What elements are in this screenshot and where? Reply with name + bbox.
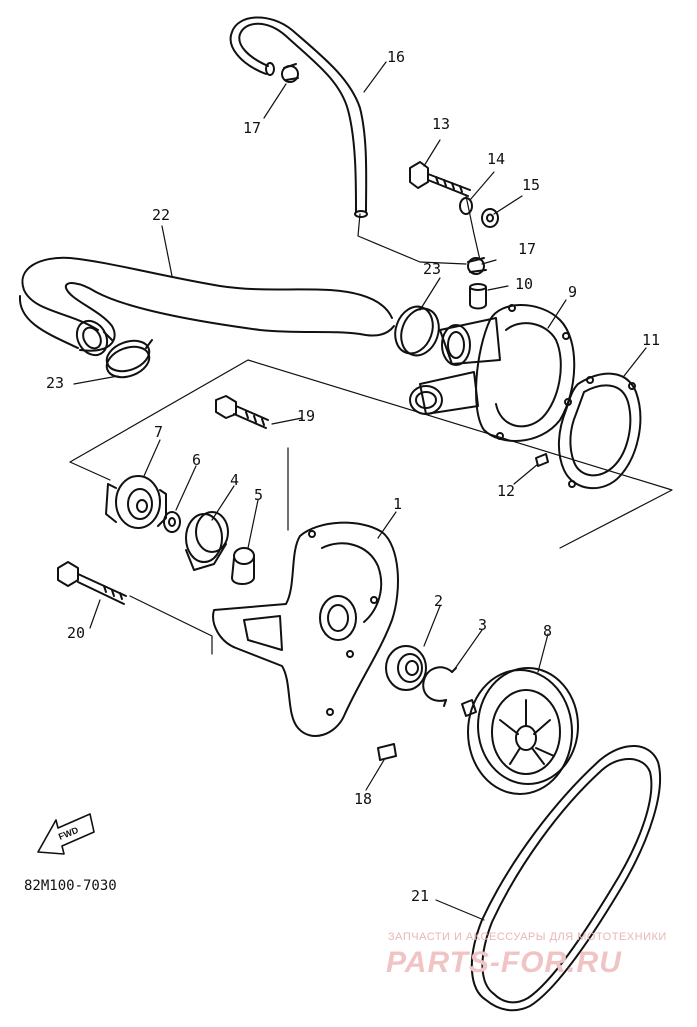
forward-arrow-icon	[37, 813, 95, 855]
part-1-pump-housing	[212, 521, 399, 737]
callout-23-right: 23	[423, 260, 442, 278]
callout-3: 3	[478, 616, 488, 634]
part-16-breather-hose	[229, 16, 368, 218]
diagram-code: 82M100-7030	[24, 878, 117, 894]
callout-4: 4	[230, 471, 240, 489]
part-20-long-bolt	[57, 561, 127, 605]
callout-11: 11	[642, 331, 661, 349]
callout-17-upper: 17	[243, 119, 262, 137]
callout-17-lower: 17	[518, 240, 537, 258]
callout-16: 16	[387, 48, 406, 66]
part-10-pipe	[469, 283, 487, 310]
watermark-tagline: ЗАПЧАСТИ И АКСЕССУАРЫ ДЛЯ МОТОТЕХНИКИ	[388, 931, 667, 943]
part-19-bolt	[215, 395, 269, 429]
callout-7: 7	[154, 423, 164, 441]
assembly-outline-lines	[69, 195, 673, 655]
callout-6: 6	[192, 451, 202, 469]
callout-20: 20	[67, 624, 86, 642]
callout-13: 13	[432, 115, 451, 133]
callout-14: 14	[487, 150, 506, 168]
callout-18: 18	[354, 790, 373, 808]
part-17-hose-clip-upper	[281, 63, 299, 83]
callout-5: 5	[254, 486, 264, 504]
part-2-bearing	[385, 645, 427, 691]
callout-21: 21	[411, 887, 430, 905]
callout-23-left: 23	[46, 374, 65, 392]
part-21-drive-belt	[470, 745, 662, 1012]
watermark-logo-text: PARTS-FOR.RU	[386, 946, 622, 979]
callout-10: 10	[515, 275, 534, 293]
part-5-collar	[231, 547, 255, 585]
callout-9: 9	[568, 283, 578, 301]
callout-15: 15	[522, 176, 541, 194]
callout-2: 2	[434, 592, 444, 610]
callout-leader-lines	[73, 61, 647, 921]
callout-1: 1	[393, 495, 403, 513]
part-11-gasket	[558, 372, 642, 490]
callout-22: 22	[152, 206, 171, 224]
part-23-hose-clamp-right	[394, 305, 440, 357]
part-22-radiator-hose	[18, 256, 395, 357]
part-8-pulley	[461, 667, 579, 795]
callout-12: 12	[497, 482, 516, 500]
part-17-hose-clip-lower	[467, 257, 487, 275]
part-13-bolt	[409, 161, 471, 197]
callout-19: 19	[297, 407, 316, 425]
part-7-impeller	[105, 475, 167, 529]
part-12-dowel-pin	[535, 453, 549, 467]
part-23-hose-clamp-left	[103, 331, 153, 379]
part-15-washer	[481, 208, 499, 228]
part-18-dowel-pin	[377, 743, 397, 761]
part-9-water-pump-cover	[409, 304, 576, 442]
part-6-washer	[163, 511, 181, 533]
part-4-seal	[185, 511, 229, 571]
callout-8: 8	[543, 622, 553, 640]
part-3-circlip	[422, 666, 457, 707]
